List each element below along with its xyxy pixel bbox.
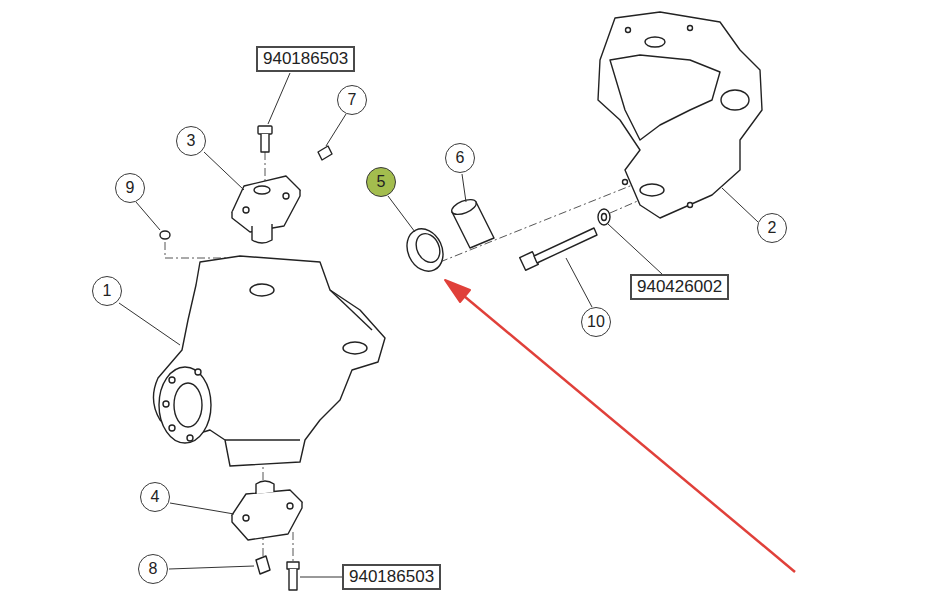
callout-label: 4 (151, 488, 160, 506)
part-number-box: 940186503 (342, 564, 441, 590)
callout-label: 8 (149, 560, 158, 578)
part-number-box: 940426002 (630, 274, 729, 300)
part-number: 940186503 (349, 567, 434, 586)
callout-number: 4 (140, 482, 170, 512)
callout-number: 3 (176, 126, 206, 156)
callout-label: 6 (456, 149, 465, 167)
part-number: 940426002 (637, 277, 722, 296)
callout-label: 3 (187, 132, 196, 150)
callout-label: 9 (126, 179, 135, 197)
callout-number: 8 (138, 554, 168, 584)
part-number-box: 940186503 (256, 46, 355, 72)
callout-number: 10 (581, 307, 611, 337)
callout-number: 5 (366, 167, 396, 197)
callout-number: 1 (92, 276, 122, 306)
callout-label: 1 (103, 282, 112, 300)
callout-label: 5 (377, 173, 386, 191)
callout-number: 2 (757, 213, 787, 243)
callout-label: 7 (348, 91, 357, 109)
part-number: 940186503 (263, 49, 348, 68)
callout-number: 6 (445, 143, 475, 173)
callout-label: 2 (768, 219, 777, 237)
callout-number: 9 (115, 173, 145, 203)
callout-label: 10 (587, 313, 605, 331)
callout-number: 7 (337, 85, 367, 115)
